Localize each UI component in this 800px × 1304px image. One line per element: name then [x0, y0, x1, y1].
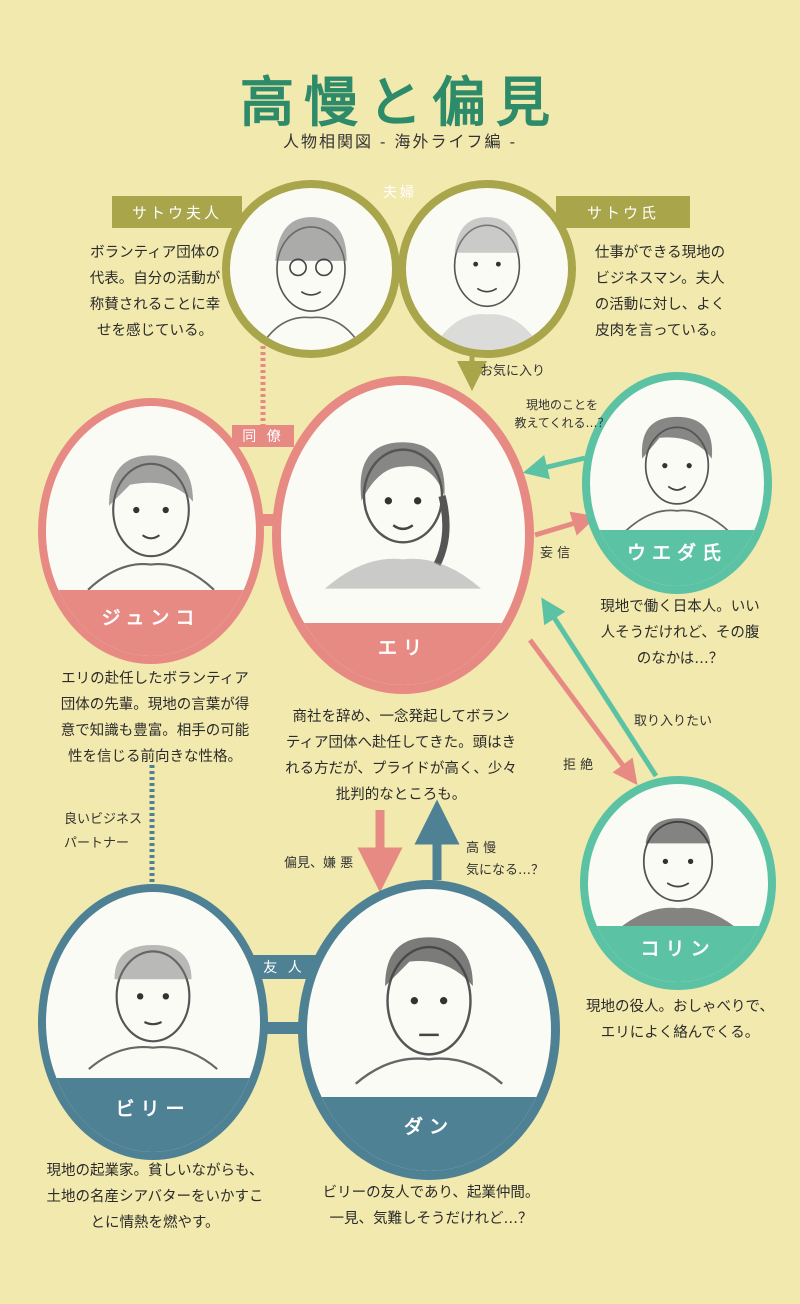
douryou-label: 同 僚	[242, 429, 284, 445]
kyozetsu-arrow	[527, 638, 638, 786]
eri-portrait: エリ	[272, 376, 534, 694]
junko-name: ジュンコ	[46, 590, 256, 656]
toriiritai-label: 取り入りたい	[634, 714, 713, 729]
sato-shi-desc: 仕事ができる現地のビジネスマン。夫人の活動に対し、よく皮肉を言っている。	[594, 245, 726, 339]
dan-desc: ビリーの友人であり、起業仲間。一見、気難しそうだけれど…？	[322, 1185, 540, 1227]
page-title: 高慢と偏見	[240, 70, 560, 134]
sato-shi-portrait	[398, 180, 576, 358]
billy-name: ビリー	[46, 1078, 260, 1152]
junko-portrait: ジュンコ	[38, 398, 264, 664]
yuujin-label: 友 人	[263, 960, 305, 976]
billy-desc: 現地の起業家。貧しいながらも、土地の名産シアバターをいかすことに情熱を燃やす。	[46, 1163, 264, 1231]
sato-fujin-portrait	[222, 180, 400, 358]
genchi-arrow	[522, 454, 586, 480]
billy-portrait: ビリー	[38, 884, 268, 1160]
fufu-label: 夫婦	[383, 185, 417, 201]
colin-name: コリン	[588, 926, 768, 982]
toriiritai-arrow	[541, 597, 659, 778]
ueda-portrait: ウエダ氏	[582, 372, 772, 594]
kouman-label: 高 慢気になる…？	[466, 841, 545, 878]
moushin-label: 妄 信	[540, 546, 571, 561]
henken-label: 偏見、嫌 悪	[284, 856, 354, 871]
sato-shi-name: サトウ氏	[586, 204, 659, 222]
ueda-name: ウエダ氏	[590, 530, 764, 586]
junko-desc: エリの赴任したボランティア団体の先輩。現地の言葉が得意で知識も豊富。相手の可能性…	[60, 671, 250, 765]
ueda-desc: 現地で働く日本人。いい人そうだけれど、その腹のなかは…？	[600, 599, 760, 667]
eri-name: エリ	[281, 623, 525, 685]
sato-fujin-name: サトウ夫人	[131, 204, 222, 222]
dan-name: ダン	[307, 1097, 551, 1171]
colin-portrait: コリン	[580, 776, 776, 990]
eri-desc: 商社を辞め、一念発起してボランティア団体へ赴任してきた。頭はきれる方だが、プライ…	[285, 709, 517, 803]
genchi-label: 現地のことを教えてくれる…？	[514, 398, 610, 430]
sato-fujin-desc: ボランティア団体の代表。自分の活動が称賛されることに幸せを感じている。	[89, 245, 221, 339]
kyozetsu-label: 拒 絶	[563, 758, 594, 773]
partner-label: 良いビジネスパートナー	[64, 812, 143, 851]
dan-portrait: ダン	[298, 880, 560, 1180]
sato-fujin-bar	[112, 196, 242, 228]
colin-desc: 現地の役人。おしゃべりで、エリによく絡んでくる。	[586, 999, 774, 1041]
sato-shi-bar	[556, 196, 690, 228]
page-subtitle: 人物相関図 ‐ 海外ライフ編 ‐	[282, 132, 518, 151]
okiniiri-label: お気に入り	[480, 364, 546, 379]
moushin-arrow	[534, 511, 597, 538]
